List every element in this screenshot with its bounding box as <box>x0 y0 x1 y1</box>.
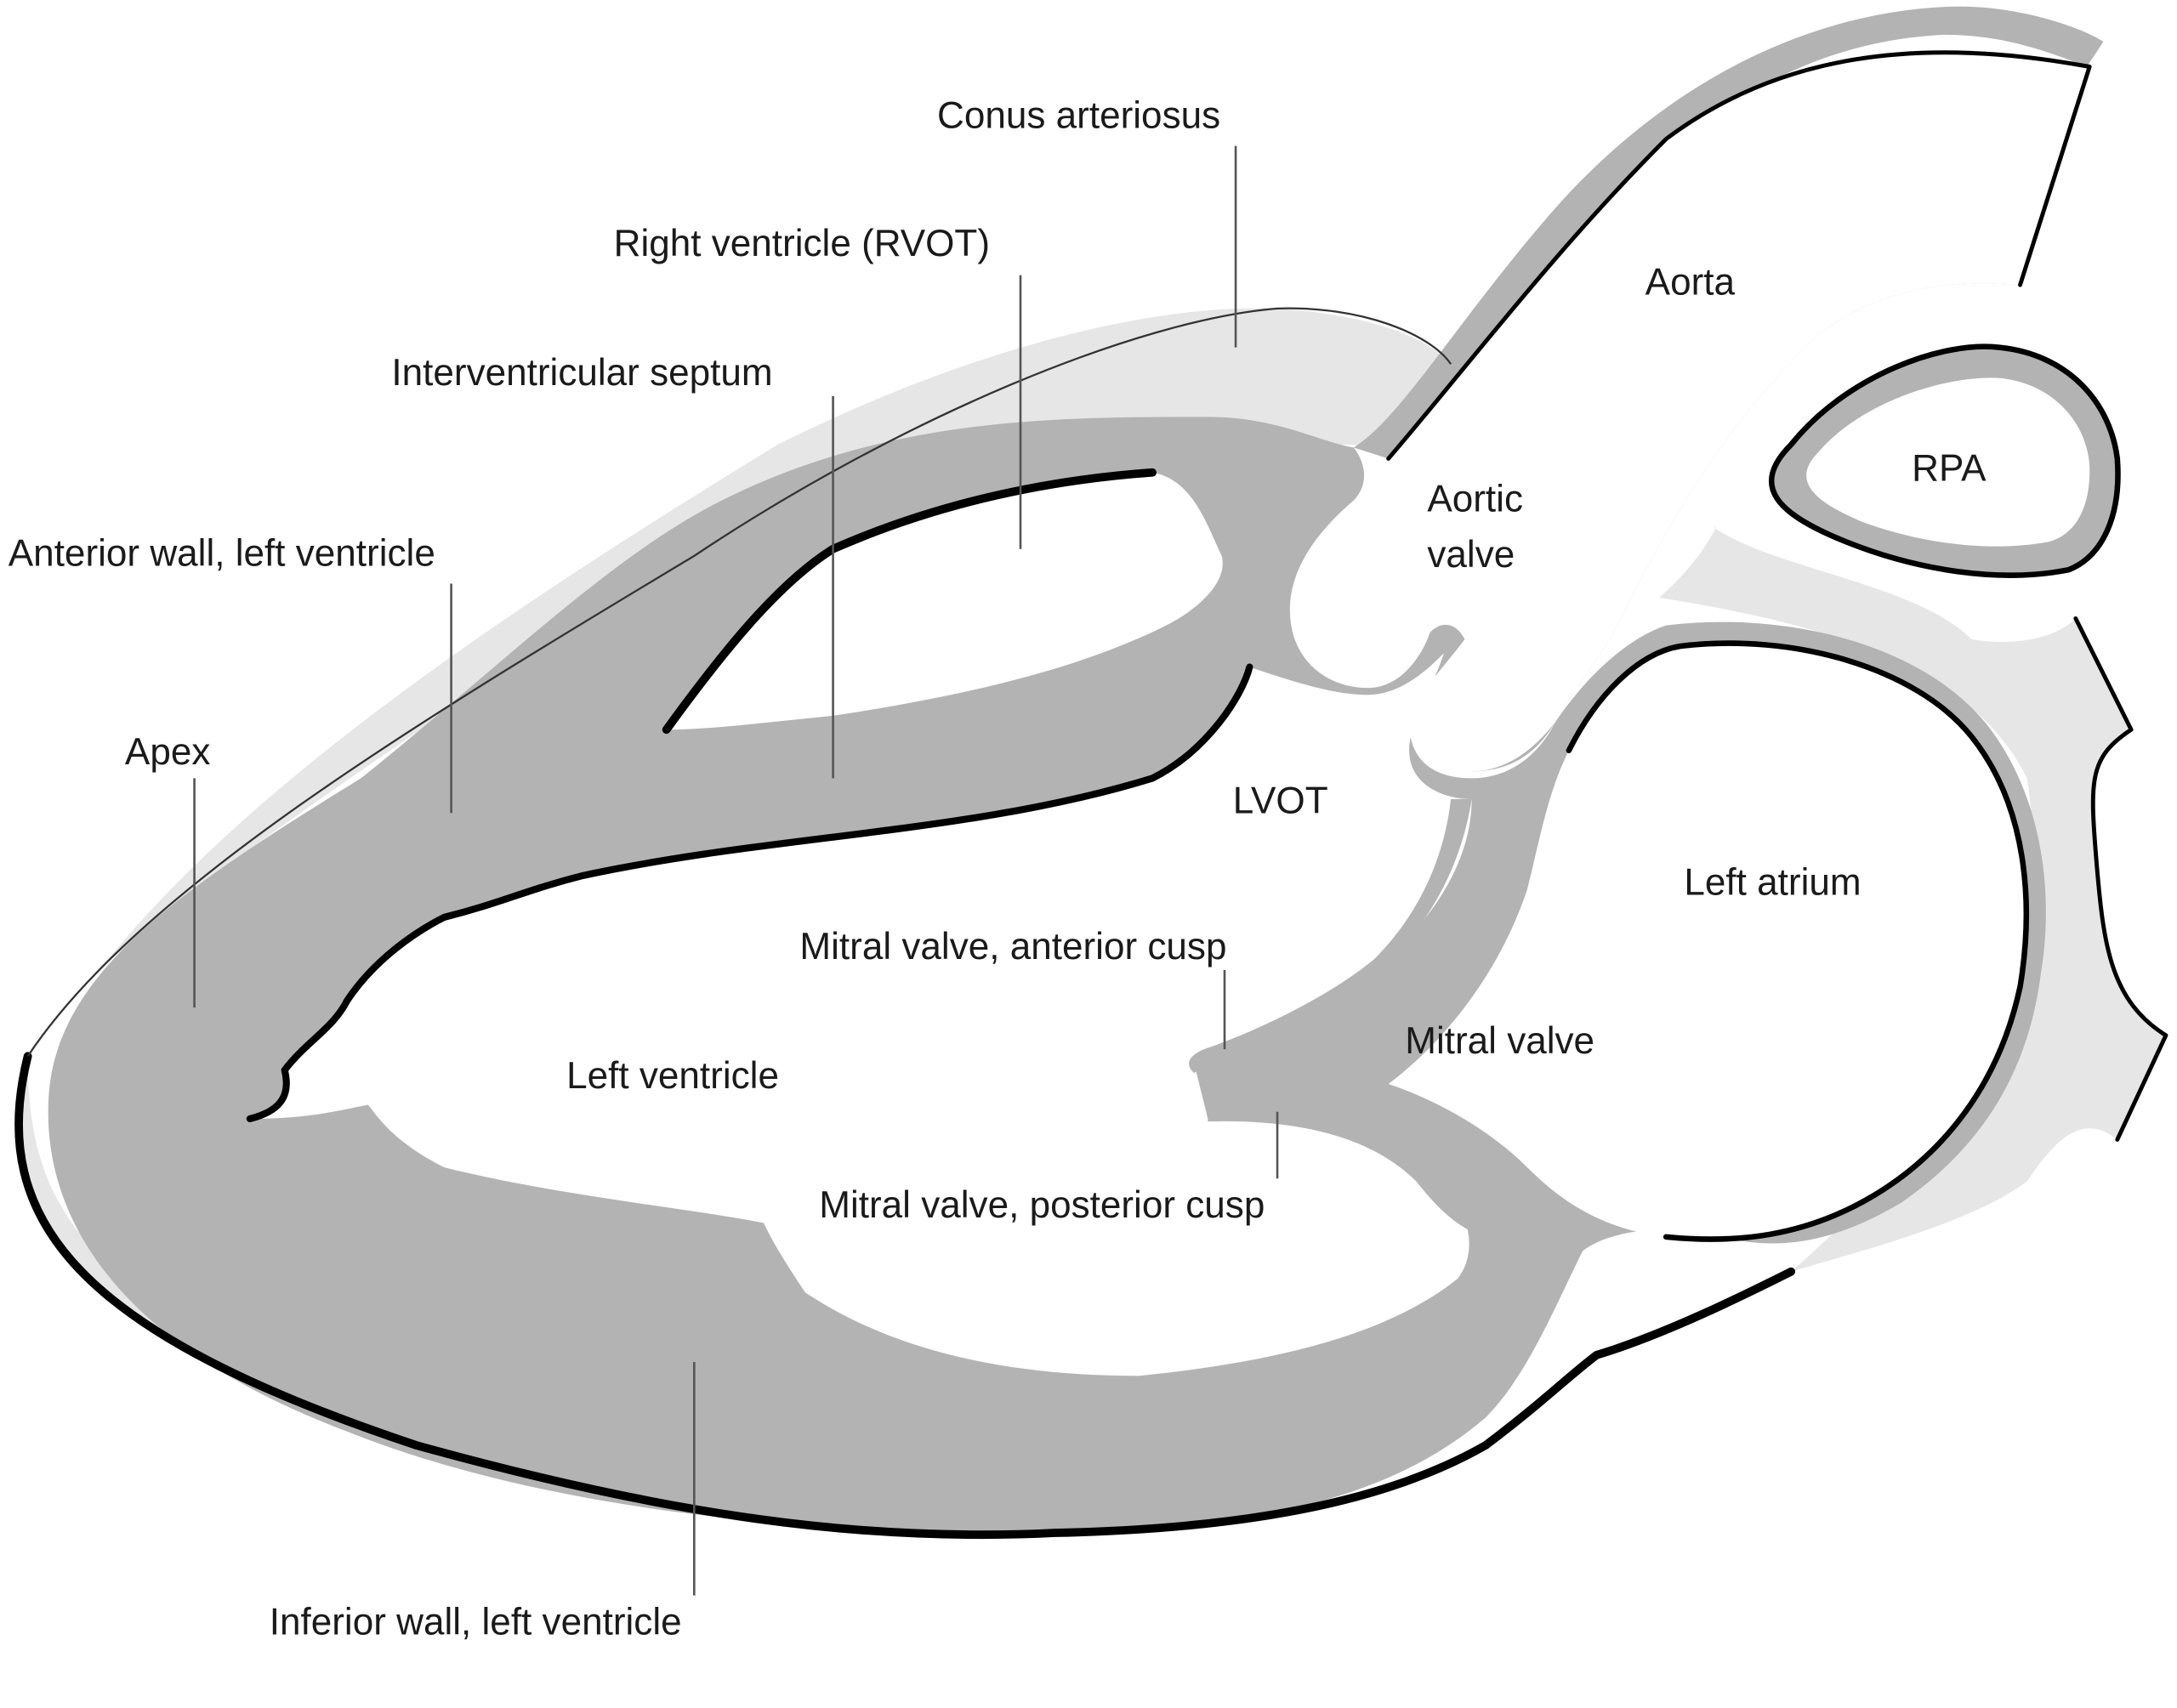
label-aortic-valve-1: Aortic <box>1427 479 1523 520</box>
aorta-outline <box>1386 50 2092 461</box>
label-mitral-anterior-cusp: Mitral valve, anterior cusp <box>799 926 1226 967</box>
label-aortic-valve-2: valve <box>1427 534 1515 576</box>
right-ventricle-cavity <box>666 472 1223 730</box>
rpa-outline <box>1768 343 2121 578</box>
label-rpa: RPA <box>1912 448 1987 490</box>
label-mitral-valve: Mitral valve <box>1405 1020 1594 1062</box>
aortic-root-cavity <box>1296 52 2090 772</box>
leader-lines <box>193 145 1279 1596</box>
label-anterior-wall: Anterior wall, left ventricle <box>9 532 435 574</box>
label-interventricular-septum: Interventricular septum <box>391 352 772 394</box>
label-left-ventricle: Left ventricle <box>566 1055 779 1097</box>
label-left-atrium: Left atrium <box>1684 862 1861 904</box>
labels: Conus arteriosus Right ventricle (RVOT) … <box>9 94 1987 1643</box>
mitral-posterior-leaflet <box>1208 1103 1542 1245</box>
pericardium-atrial <box>1659 525 2166 1272</box>
lv-epicardium-outline <box>14 1052 1796 1540</box>
mitral-anterior-leaflet <box>1189 798 1472 1073</box>
left-ventricle-cavity <box>249 653 1472 1376</box>
label-conus-arteriosus: Conus arteriosus <box>937 94 1220 136</box>
label-aorta: Aorta <box>1646 262 1736 304</box>
atrial-pericardium-outline <box>2073 616 2168 1142</box>
label-mitral-posterior-cusp: Mitral valve, posterior cusp <box>819 1184 1265 1226</box>
label-inferior-wall: Inferior wall, left ventricle <box>270 1601 682 1643</box>
label-right-ventricle: Right ventricle (RVOT) <box>614 223 990 264</box>
left-atrium-cavity <box>1388 643 2026 1240</box>
rpa-lumen <box>1806 377 2090 547</box>
lv-endocardium-outline <box>246 663 1253 1122</box>
pericardium <box>97 308 1452 973</box>
label-apex: Apex <box>125 731 210 773</box>
pericardium-outline <box>26 307 1452 1057</box>
la-outline <box>1566 640 2030 1242</box>
label-lvot: LVOT <box>1233 780 1328 821</box>
